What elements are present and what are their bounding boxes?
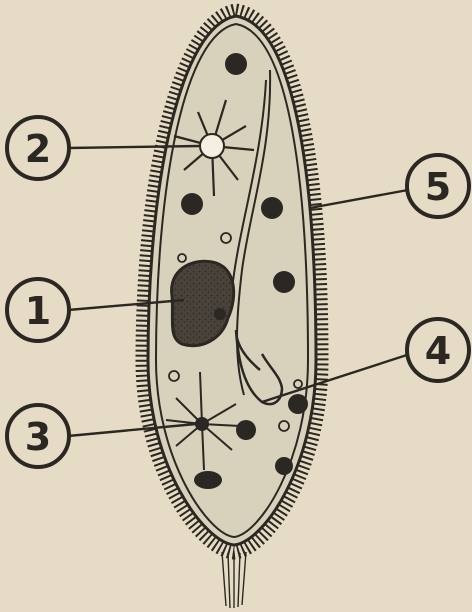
food-vacuole (273, 271, 295, 293)
food-vacuole (275, 457, 293, 475)
callout-label-4: 4 (425, 329, 451, 373)
callout-label-3: 3 (25, 415, 51, 459)
callout-4: 4 (407, 319, 469, 381)
food-vacuole (236, 420, 256, 440)
callout-5: 5 (407, 155, 469, 217)
callout-label-5: 5 (425, 165, 451, 209)
callout-label-2: 2 (25, 127, 51, 171)
waste-vacuole (194, 471, 222, 489)
food-vacuole (261, 197, 283, 219)
callout-3: 3 (7, 405, 69, 467)
callout-1: 1 (7, 279, 69, 341)
food-vacuole (181, 193, 203, 215)
callout-2: 2 (7, 117, 69, 179)
food-vacuole (225, 53, 247, 75)
callout-label-1: 1 (25, 289, 51, 333)
food-vacuole (288, 394, 308, 414)
